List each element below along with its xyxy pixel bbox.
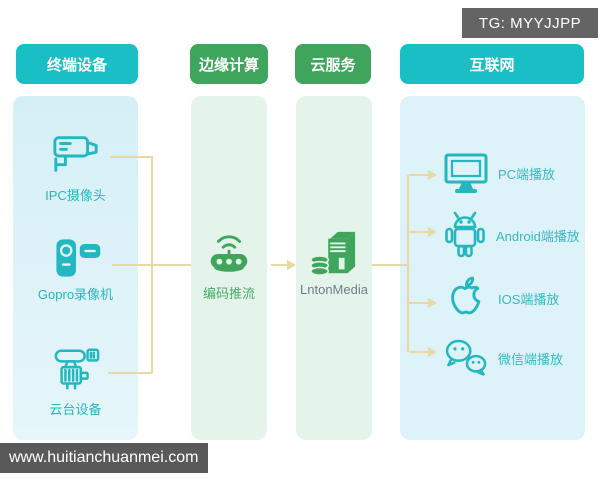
internet-item-android: Android端播放 xyxy=(443,209,580,261)
internet-item-label: 微信端播放 xyxy=(498,351,564,367)
terminal-item-label: Gopro录像机 xyxy=(37,287,114,302)
terminal-item-label: IPC摄像头 xyxy=(45,188,106,203)
internet-item-pc: PC端播放 xyxy=(443,149,555,197)
terminal-item-gopro: Gopro录像机 xyxy=(13,236,138,303)
arrowhead-android xyxy=(428,227,437,237)
arrowhead-to-cloud xyxy=(287,260,296,270)
internet-item-label: IOS端播放 xyxy=(498,291,560,307)
connector-gopro-to-edge xyxy=(112,264,191,266)
ptz-device-icon xyxy=(54,348,99,390)
connector-wechat-branch xyxy=(409,351,429,353)
terminal-item-label: 云台设备 xyxy=(49,402,102,417)
internet-item-wechat: 微信端播放 xyxy=(443,336,563,380)
cloud-item-media-server: LntonMedia xyxy=(296,230,372,297)
connector-ios-branch xyxy=(409,302,429,304)
cloud-item-label: LntonMedia xyxy=(300,282,368,297)
cctv-camera-icon xyxy=(52,136,98,172)
encoder-stream-icon xyxy=(210,235,248,272)
internet-item-label: Android端播放 xyxy=(496,228,580,244)
terminal-item-ipc-camera: IPC摄像头 xyxy=(13,131,138,204)
site-watermark: www.huitianchuanmei.com xyxy=(0,443,208,473)
android-icon xyxy=(445,211,485,258)
pc-monitor-icon xyxy=(444,153,488,193)
edge-item-label: 编码推流 xyxy=(202,286,255,301)
connector-edge-to-cloud xyxy=(271,264,288,266)
connector-right-vertical xyxy=(407,175,409,352)
arrowhead-wechat xyxy=(428,347,437,357)
connector-android-branch xyxy=(409,231,429,233)
internet-item-label: PC端播放 xyxy=(498,166,556,182)
arrowhead-pc xyxy=(428,170,437,180)
header-edge-computing: 边缘计算 xyxy=(190,44,268,84)
header-terminal-devices: 终端设备 xyxy=(16,44,138,84)
edge-item-encoder: 编码推流 xyxy=(191,227,267,302)
camcorder-icon xyxy=(55,239,100,277)
arrowhead-ios xyxy=(428,298,437,308)
connector-ipc-branch xyxy=(110,156,152,158)
header-internet: 互联网 xyxy=(400,44,584,84)
connector-cloud-to-internet xyxy=(372,264,409,266)
internet-item-ios: IOS端播放 xyxy=(441,272,559,324)
telegram-badge: TG: MYYJJPP xyxy=(462,8,598,38)
header-cloud-service: 云服务 xyxy=(295,44,371,84)
wechat-icon xyxy=(445,339,487,376)
apple-icon xyxy=(451,276,481,315)
panel-internet xyxy=(400,96,585,440)
connector-ptz-branch xyxy=(108,372,152,374)
terminal-item-ptz: 云台设备 xyxy=(13,345,138,418)
connector-pc-branch xyxy=(409,174,429,176)
media-server-icon xyxy=(310,231,356,276)
